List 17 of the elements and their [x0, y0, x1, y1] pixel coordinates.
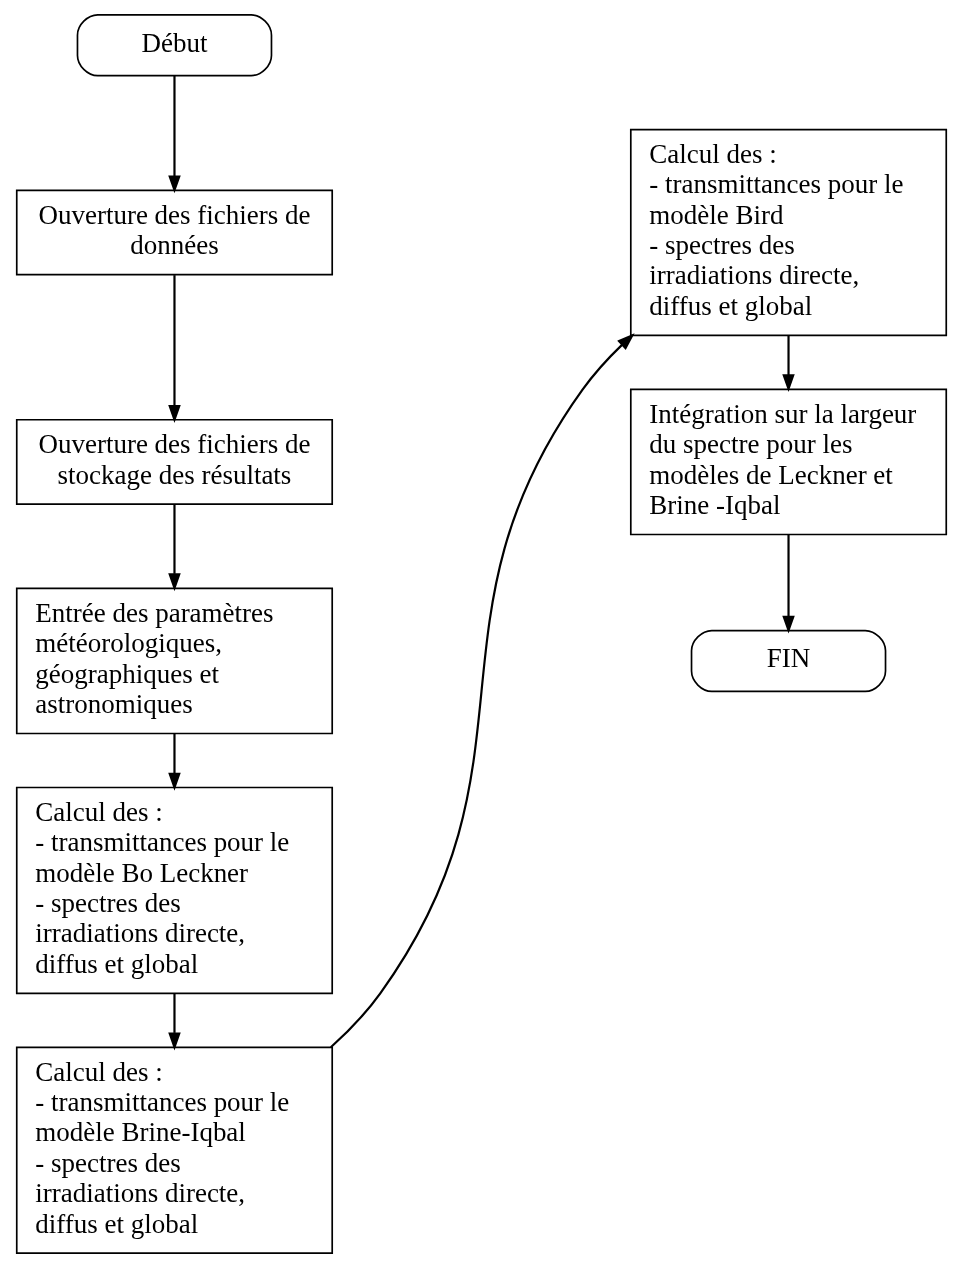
node-box: Calcul des : - transmittances pour le modèle Bird - spectres des irradiations directe, diffus et global: [629, 128, 947, 337]
node-box: FIN: [690, 629, 886, 693]
arrow: [329, 333, 635, 1049]
arrow: [781, 336, 795, 393]
node-box: Ouverture des fichiers de stockage des résultats: [15, 418, 333, 505]
arrow: [167, 733, 181, 791]
arrow: [167, 993, 181, 1051]
node-box: Intégration sur la largeur du spectre pour les modèles de Leckner et Brine -Iqbal: [629, 388, 947, 536]
node-box: Ouverture des fichiers de données: [15, 189, 333, 276]
node-box: Calcul des : - transmittances pour le modèle Brine-Iqbal - spectres des irradiations directe, diffus et global: [15, 1046, 333, 1254]
node-box: Entrée des paramètres météorologiques, géographiques et astronomiques: [15, 587, 333, 735]
arrow: [167, 75, 181, 194]
arrow: [167, 275, 181, 423]
arrow: [167, 504, 181, 592]
arrow: [781, 534, 795, 634]
node-box: Calcul des : - transmittances pour le modèle Bo Leckner - spectres des irradiations directe, diffus et global: [15, 786, 333, 995]
node-box: Début: [76, 14, 272, 77]
